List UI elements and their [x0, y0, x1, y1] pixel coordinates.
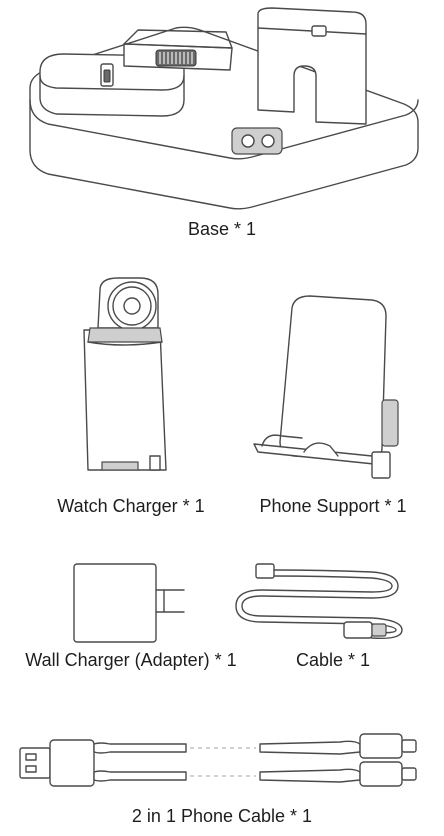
- cable-item: Cable * 1: [222, 560, 444, 678]
- wall-charger-illustration: [73, 563, 185, 643]
- cable-label: Cable * 1: [295, 650, 371, 670]
- base-label: Base * 1: [187, 219, 257, 239]
- watch-charger-item: Watch Charger * 1: [0, 270, 222, 530]
- phone-support-illustration: [253, 295, 399, 479]
- phone-support-label: Phone Support * 1: [259, 496, 407, 516]
- wall-charger-item: Wall Charger (Adapter) * 1: [0, 560, 262, 678]
- base-illustration: [29, 7, 419, 210]
- phone-cable-illustration: [19, 733, 417, 787]
- watch-charger-label: Watch Charger * 1: [57, 496, 205, 516]
- phone-support-item: Phone Support * 1: [222, 270, 444, 530]
- watch-charger-illustration: [83, 277, 167, 471]
- base-item: Base * 1: [0, 0, 444, 250]
- phone-cable-item: 2 in 1 Phone Cable * 1: [0, 720, 444, 836]
- wall-charger-label: Wall Charger (Adapter) * 1: [25, 650, 237, 670]
- phone-cable-label: 2 in 1 Phone Cable * 1: [131, 806, 313, 826]
- cable-illustration: [235, 563, 403, 640]
